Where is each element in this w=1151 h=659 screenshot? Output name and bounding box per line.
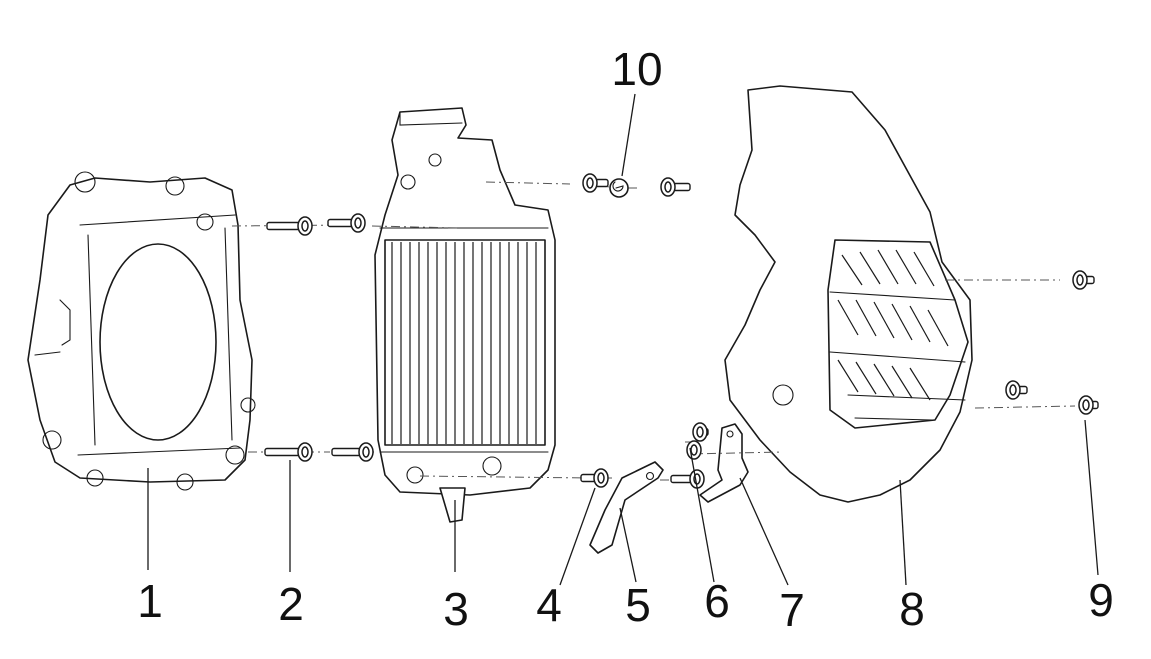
callout-7: 7: [779, 584, 805, 636]
grille-bar: [829, 291, 966, 363]
bracket-part-7: [699, 423, 749, 503]
bolt: [670, 469, 705, 489]
grille-slat: [837, 299, 859, 336]
fan-shroud-part-1: [27, 171, 256, 491]
bolt: [660, 177, 691, 197]
bolt: [692, 422, 709, 442]
bracket-part-5: [589, 461, 664, 554]
grille-slat: [913, 251, 935, 287]
callout-6: 6: [704, 575, 730, 627]
callout-5: 5: [625, 579, 651, 631]
cover-grille: [829, 249, 966, 401]
bolt: [266, 216, 313, 236]
grille-slat: [855, 299, 877, 337]
bolt: [1072, 270, 1095, 290]
grille-slat: [859, 251, 881, 285]
grille-slat: [855, 361, 877, 395]
bolt: [264, 442, 313, 462]
callout-9: 9: [1088, 574, 1114, 626]
grille-slat: [877, 249, 899, 285]
radiator-cover-part-8: [724, 85, 973, 503]
radiator-part-3: [374, 107, 556, 523]
bolt: [1005, 380, 1028, 400]
callout-labels: 1 2 3 4 5 6 7 8 9 10: [137, 43, 1114, 636]
fasteners: [264, 173, 1099, 489]
bolt: [331, 442, 374, 462]
grille-slat: [909, 305, 931, 343]
callout-10: 10: [611, 43, 662, 95]
grille-slat: [837, 359, 859, 393]
grille-slat: [927, 309, 949, 347]
grille-slat: [873, 363, 895, 397]
radiator-fins: [391, 242, 537, 444]
grille-slat: [909, 367, 931, 401]
clip-part-10: [609, 178, 629, 198]
grille-slat: [891, 303, 913, 341]
callout-8: 8: [899, 583, 925, 635]
callout-1: 1: [137, 575, 163, 627]
grille-slat: [841, 254, 863, 286]
bolt: [686, 440, 702, 460]
grille-slat: [891, 365, 913, 399]
bolt: [580, 468, 609, 488]
callout-2: 2: [278, 578, 304, 630]
callout-3: 3: [443, 583, 469, 635]
callout-4: 4: [536, 579, 562, 631]
grille-slat: [873, 301, 895, 339]
grille-slat: [895, 249, 917, 285]
bolt: [327, 213, 366, 233]
leader-lines: [147, 93, 1099, 586]
bolt: [582, 173, 609, 193]
bolt: [1078, 395, 1099, 415]
